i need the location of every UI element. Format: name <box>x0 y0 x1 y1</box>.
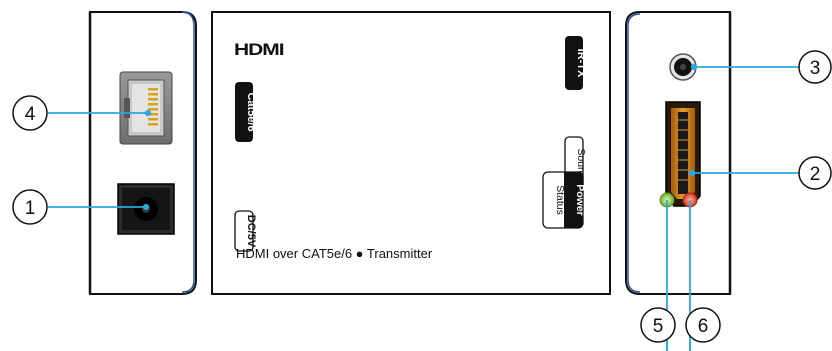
svg-text:1: 1 <box>25 198 36 219</box>
callout-5: 5 <box>640 307 676 343</box>
svg-text:5: 5 <box>653 316 664 337</box>
right-side-panel <box>625 11 732 295</box>
svg-text:2: 2 <box>810 164 821 185</box>
svg-text:3: 3 <box>810 58 821 79</box>
product-caption: HDMI over CAT5e/6 ● Transmitter <box>236 246 433 261</box>
status-power-label: Status Power <box>542 171 586 229</box>
cat5e-port-label: Cat5e/6 <box>235 82 257 142</box>
callout-6: 6 <box>685 307 721 343</box>
callout-2: 2 <box>798 156 832 190</box>
svg-text:6: 6 <box>698 316 709 337</box>
svg-text:4: 4 <box>25 104 36 125</box>
hdmi-logo: HDMI <box>234 41 284 60</box>
callout-3: 3 <box>798 50 832 84</box>
left-side-panel <box>88 11 197 295</box>
hdmi-port <box>665 101 701 207</box>
callout-1: 1 <box>12 189 48 225</box>
ir-audio-jack <box>669 53 697 81</box>
ir-tx-label: IR-TX <box>565 36 587 90</box>
rj45-port <box>119 71 173 145</box>
svg-text:DC/5V: DC/5V <box>245 215 257 248</box>
top-panel: HDMI Cat5e/6 DC/5V IR-TX Source Status P <box>211 11 611 295</box>
status-text: Status <box>554 185 566 215</box>
callout-4: 4 <box>12 95 48 131</box>
svg-text:Cat5e/6: Cat5e/6 <box>245 92 257 131</box>
svg-text:IR-TX: IR-TX <box>575 49 587 78</box>
power-text: Power <box>574 184 586 216</box>
dc-5v-label: DC/5V <box>234 210 257 252</box>
